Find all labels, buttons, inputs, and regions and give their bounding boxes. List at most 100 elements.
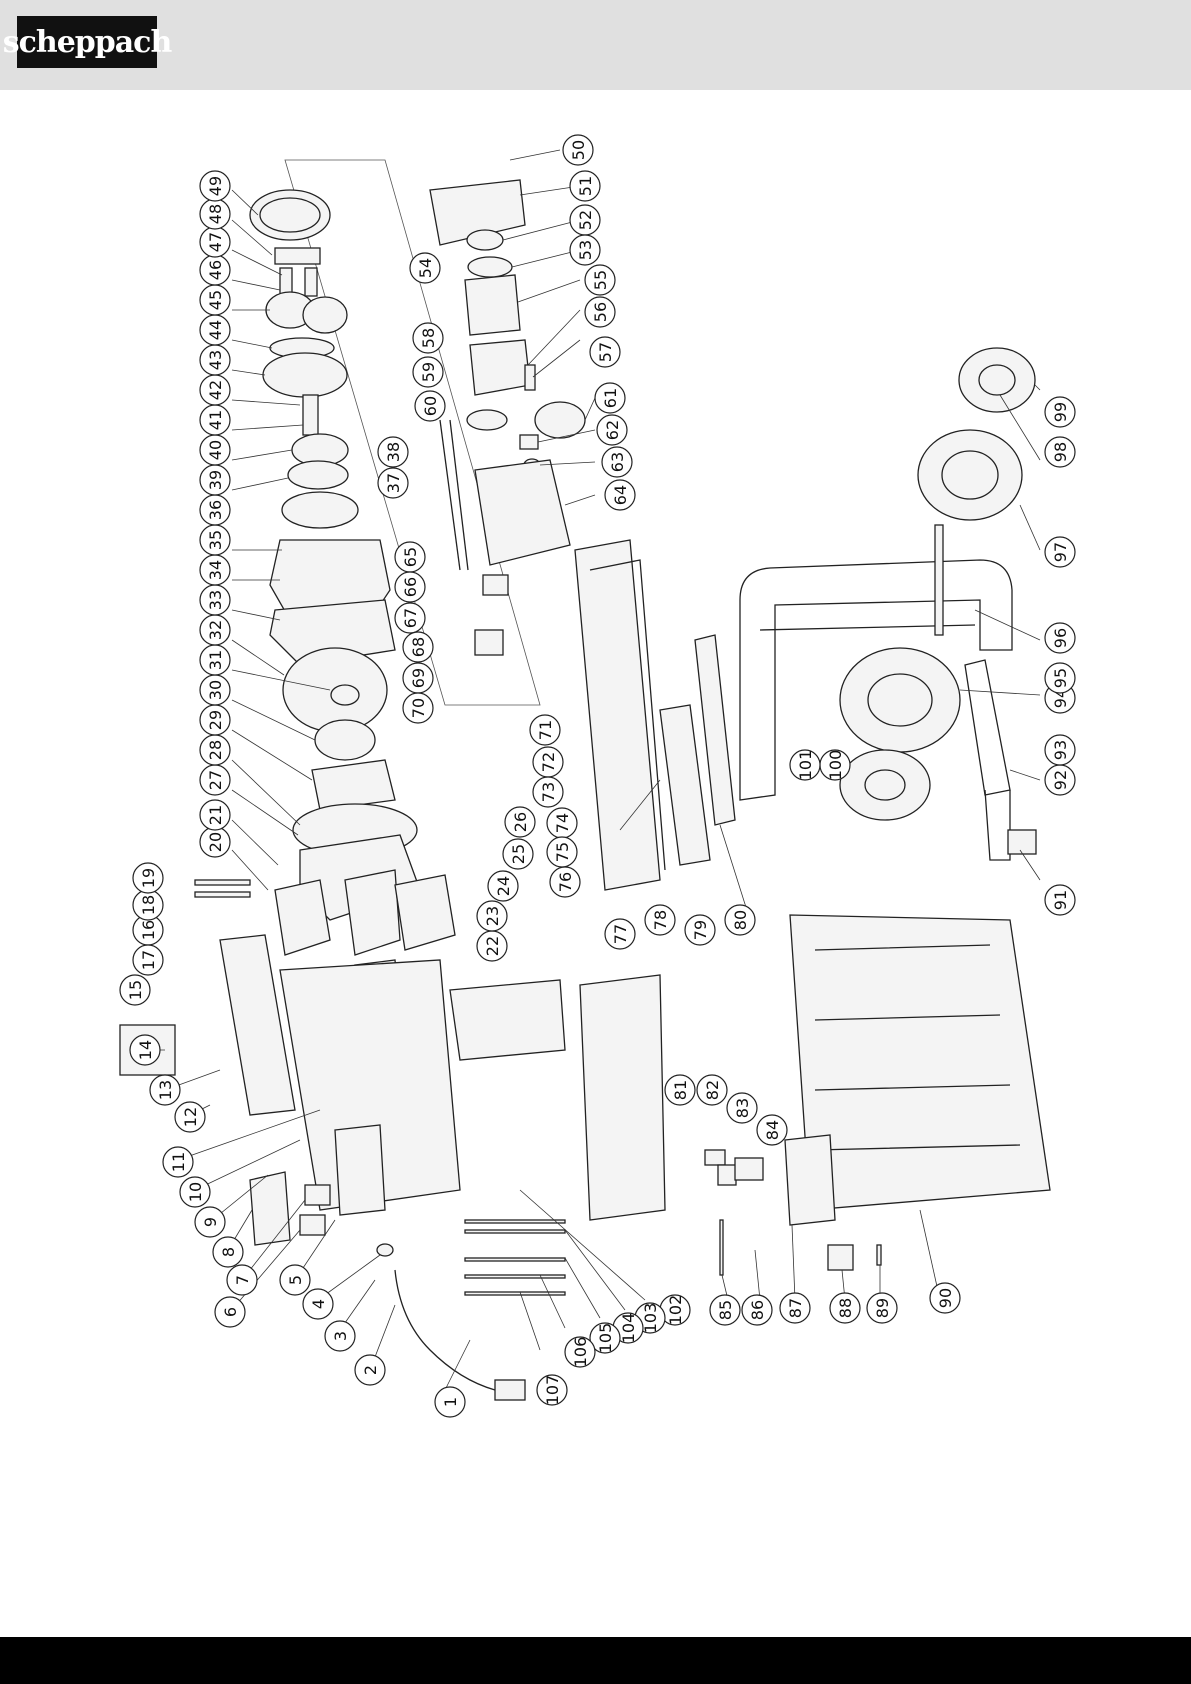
callout-25: 25	[502, 838, 534, 870]
callout-circle	[1044, 884, 1076, 916]
callout-circle	[1044, 662, 1076, 694]
callout-number: 76	[556, 872, 575, 892]
callout-circle	[569, 234, 601, 266]
page-footer	[0, 1637, 1191, 1684]
pump-head-assembly	[429, 179, 586, 656]
callout-40: 40	[199, 434, 231, 466]
knob-6	[299, 1214, 326, 1236]
callout-circle	[354, 1354, 386, 1386]
callout-number: 77	[611, 924, 630, 944]
callout-73: 73	[532, 776, 564, 808]
callout-circle	[412, 322, 444, 354]
callout-number: 71	[536, 720, 555, 740]
callout-76: 76	[549, 866, 581, 898]
shroud-30	[311, 759, 396, 811]
callout-number: 80	[731, 910, 750, 930]
callout-65: 65	[394, 541, 426, 573]
callout-12: 12	[174, 1101, 206, 1133]
callout-36: 36	[199, 494, 231, 526]
callout-2: 2	[354, 1354, 386, 1386]
callout-102: 102	[659, 1294, 691, 1326]
callout-90: 90	[929, 1282, 961, 1314]
hubcap-93	[839, 749, 931, 821]
callout-15: 15	[119, 974, 151, 1006]
callout-49: 49	[199, 170, 231, 202]
callout-circle	[414, 390, 446, 422]
callout-circle	[129, 1034, 161, 1066]
bracket-84	[784, 1134, 836, 1226]
rods	[464, 1219, 566, 1296]
callout-number: 37	[384, 473, 403, 493]
callout-53: 53	[569, 234, 601, 266]
callout-5: 5	[279, 1264, 311, 1296]
clip-81	[704, 1149, 726, 1166]
callout-circle	[529, 714, 561, 746]
callout-circle	[584, 264, 616, 296]
callout-number: 83	[733, 1098, 752, 1118]
callout-number: 36	[206, 500, 225, 520]
callout-37: 37	[377, 467, 409, 499]
cylinder-55	[464, 274, 521, 336]
callout-72: 72	[532, 746, 564, 778]
callout-84: 84	[756, 1114, 788, 1146]
callout-number: 2	[361, 1365, 380, 1375]
callout-circle	[601, 446, 633, 478]
callout-number: 62	[603, 420, 622, 440]
callout-circle	[394, 602, 426, 634]
callout-circle	[504, 806, 536, 838]
callout-9: 9	[194, 1206, 226, 1238]
callout-82: 82	[696, 1074, 728, 1106]
callout-circle	[212, 1236, 244, 1268]
planet-gear-45b	[302, 296, 348, 334]
callout-10: 10	[179, 1176, 211, 1208]
callout-number: 102	[666, 1295, 685, 1326]
callout-75: 75	[546, 836, 578, 868]
callout-8: 8	[212, 1236, 244, 1268]
callout-42: 42	[199, 374, 231, 406]
callout-44: 44	[199, 314, 231, 346]
callout-number: 73	[539, 782, 558, 802]
callout-number: 97	[1051, 542, 1070, 562]
base-plate-71	[574, 539, 661, 891]
callout-circle	[724, 904, 756, 936]
callout-number: 96	[1051, 628, 1070, 648]
callout-number: 103	[641, 1303, 660, 1334]
callout-101: 101	[789, 749, 821, 781]
callout-circle	[434, 1386, 466, 1418]
callout-number: 58	[419, 328, 438, 348]
callout-number: 49	[206, 176, 225, 196]
callout-number: 3	[331, 1331, 350, 1341]
callout-21: 21	[199, 799, 231, 831]
callout-number: 101	[796, 750, 815, 781]
screw-89	[876, 1244, 882, 1266]
callout-47: 47	[199, 226, 231, 258]
callout-circle	[644, 904, 676, 936]
callout-number: 70	[409, 698, 428, 718]
callout-circle	[536, 1374, 568, 1406]
callout-105: 105	[589, 1322, 621, 1354]
callout-number: 88	[836, 1298, 855, 1318]
callout-number: 16	[139, 920, 158, 940]
callout-39: 39	[199, 464, 231, 496]
callout-number: 13	[156, 1080, 175, 1100]
callout-number: 43	[206, 350, 225, 370]
callout-91: 91	[1044, 884, 1076, 916]
callout-number: 5	[286, 1275, 305, 1285]
callout-circle	[589, 1322, 621, 1354]
callout-54: 54	[409, 252, 441, 284]
callout-circle	[402, 631, 434, 663]
callout-number: 11	[169, 1152, 188, 1172]
callout-number: 85	[716, 1300, 735, 1320]
callout-circle	[1044, 734, 1076, 766]
callout-number: 63	[608, 452, 627, 472]
callout-circle	[562, 134, 594, 166]
base-frame	[574, 539, 736, 891]
callout-circle	[394, 571, 426, 603]
leader-lines	[140, 149, 1041, 1391]
callout-circle	[1044, 436, 1076, 468]
callout-number: 72	[539, 752, 558, 772]
callout-number: 41	[206, 410, 225, 430]
callout-number: 91	[1051, 890, 1070, 910]
callout-number: 99	[1051, 402, 1070, 422]
callout-97: 97	[1044, 536, 1076, 568]
